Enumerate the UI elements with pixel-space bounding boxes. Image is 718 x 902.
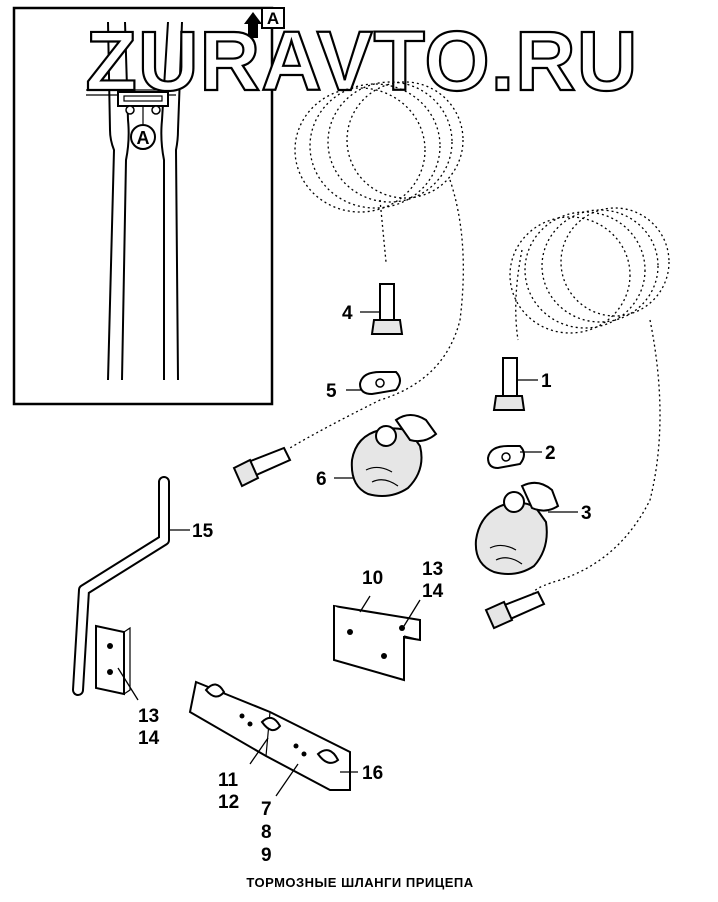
callout-4: 4 — [342, 303, 353, 324]
bolt-left — [232, 446, 292, 488]
callout-16: 16 — [362, 763, 383, 784]
hose-coil-upper — [289, 81, 464, 449]
callout-7: 7 — [261, 799, 272, 820]
diagram-caption: ТОРМОЗНЫЕ ШЛАНГИ ПРИЦЕПА — [246, 875, 473, 890]
callout-3: 3 — [581, 503, 592, 524]
callout-11: 11 — [218, 770, 239, 791]
part-1-bolt — [492, 357, 526, 411]
callout-14-left: 14 — [138, 728, 160, 749]
arrow-up-icon — [244, 12, 262, 38]
callout-13-left: 13 — [138, 706, 159, 727]
hose-coil-right — [509, 207, 670, 599]
watermark-text: ZURAVTO.RU — [86, 14, 639, 108]
callout-9: 9 — [261, 845, 272, 866]
callout-6: 6 — [316, 469, 327, 490]
callout-2: 2 — [545, 443, 556, 464]
callout-14-right: 14 — [422, 581, 444, 602]
detail-marker-letter: A — [137, 128, 150, 148]
part-10-bracket — [333, 604, 421, 682]
part-6-coupling — [350, 414, 438, 497]
part-15-rod — [72, 476, 170, 696]
callout-5: 5 — [326, 381, 337, 402]
callout-15: 15 — [192, 521, 214, 542]
callout-12: 12 — [218, 792, 239, 813]
callout-1: 1 — [541, 371, 552, 392]
callout-13-right: 13 — [422, 559, 443, 580]
view-indicator: A — [244, 7, 285, 38]
bolt-lower — [484, 590, 546, 630]
view-letter: A — [267, 9, 279, 28]
leader-lines — [117, 311, 578, 797]
part-4-bolt — [370, 283, 404, 335]
part-3-coupling — [474, 481, 560, 575]
callout-10: 10 — [362, 568, 383, 589]
inset-view-a: A A — [12, 6, 285, 406]
part-5-plate — [358, 371, 401, 396]
part-2-plate — [486, 445, 525, 470]
detail-marker-a: A — [130, 124, 156, 150]
part-16-bracket — [188, 680, 351, 791]
callouts: 1 2 3 4 5 6 15 10 13 14 13 14 11 12 16 7… — [138, 303, 592, 866]
callout-8: 8 — [261, 822, 272, 843]
